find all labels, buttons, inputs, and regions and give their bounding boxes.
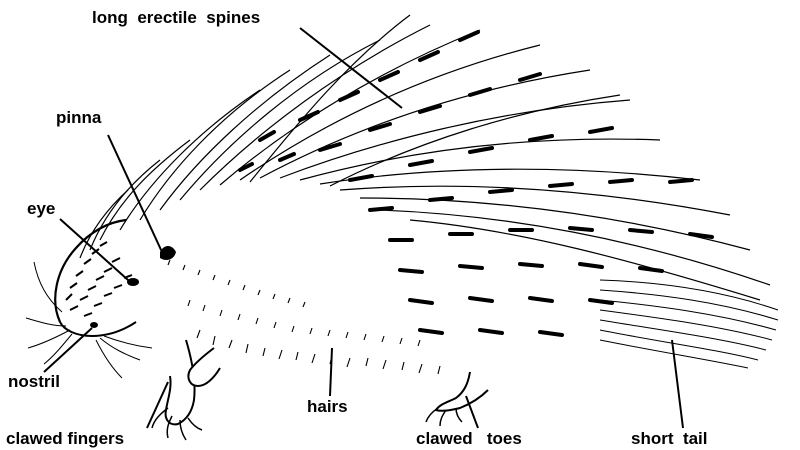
pointer-fingers [147,382,168,428]
eye-icon [127,278,139,286]
label-short-tail: short tail [631,430,708,447]
nostril-icon [90,322,98,328]
label-clawed-toes: clawed toes [416,430,522,447]
label-clawed-fingers: clawed fingers [6,430,124,447]
front-paw [188,348,220,386]
label-long-erectile-spines: long erectile spines [92,9,260,26]
pointer-nostril [44,328,92,372]
label-eye: eye [27,200,55,217]
label-hairs: hairs [307,398,348,415]
porcupine-body [56,152,780,385]
label-nostril: nostril [8,373,60,390]
label-pinna: pinna [56,109,101,126]
